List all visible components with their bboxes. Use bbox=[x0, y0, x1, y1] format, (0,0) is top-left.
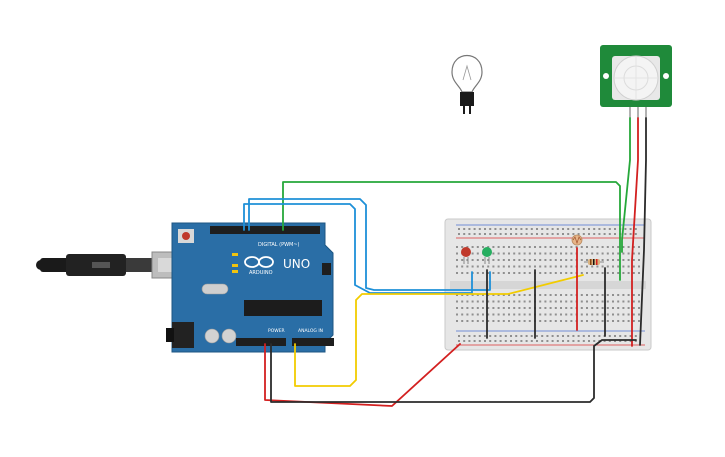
arduino-logo-text: ARDUINO bbox=[249, 270, 273, 276]
wires bbox=[243, 117, 647, 407]
light-bulb-icon bbox=[451, 55, 483, 114]
power-pin-header bbox=[236, 338, 286, 346]
resistor-icon bbox=[584, 259, 604, 265]
digital-label: DIGITAL (PWM~) bbox=[258, 242, 300, 248]
red-led bbox=[461, 247, 471, 264]
power-label: POWER bbox=[268, 328, 285, 334]
board-model: UNO bbox=[283, 257, 310, 271]
photoresistor-icon bbox=[571, 234, 583, 246]
wire-red-pir bbox=[631, 117, 639, 347]
wire-red bbox=[264, 343, 461, 407]
usb-cable-icon bbox=[36, 251, 181, 279]
wire-blue-1 bbox=[243, 203, 473, 294]
green-led bbox=[482, 247, 492, 264]
atmega-chip bbox=[244, 300, 322, 316]
pir-sensor bbox=[600, 45, 672, 118]
digital-pin-header bbox=[210, 226, 320, 234]
analog-pin-header bbox=[292, 338, 334, 346]
analog-label: ANALOG IN bbox=[298, 328, 323, 334]
wire-blue-2 bbox=[248, 198, 491, 291]
wire-green bbox=[282, 181, 621, 281]
breadboard-channel bbox=[450, 281, 646, 289]
wire-green-pir bbox=[621, 117, 631, 253]
wire-black bbox=[270, 339, 637, 403]
arduino-uno-board: DIGITAL (PWM~) ARDUINO UNO POWER ANALOG … bbox=[166, 222, 334, 353]
wire-yellow bbox=[294, 274, 584, 387]
crystal-oscillator bbox=[201, 283, 229, 295]
power-jack bbox=[172, 322, 194, 348]
arduino-logo-icon bbox=[244, 256, 274, 268]
wire-black-pir bbox=[639, 117, 647, 346]
